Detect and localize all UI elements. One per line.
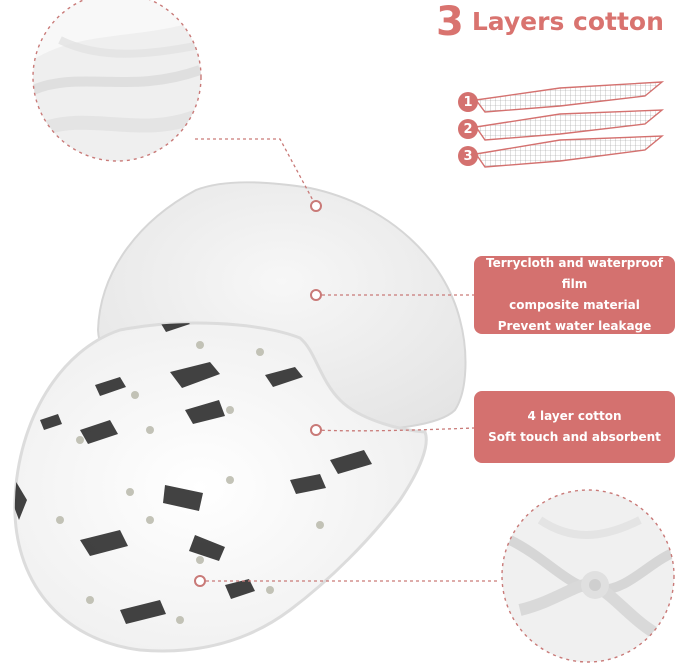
anchor-dots [194, 200, 322, 587]
heading: 3 Layers cotton [436, 2, 664, 42]
heading-text: Layers cotton [471, 7, 664, 36]
layers-diagram [474, 81, 665, 168]
muslin-texture-closeup [501, 489, 675, 663]
terry-texture-closeup [32, 0, 202, 162]
layer-label-3: 3 [458, 146, 478, 166]
muslin-pad [13, 321, 428, 653]
callout-cotton-line1: 4 layer cotton [527, 409, 622, 423]
callout-cotton: 4 layer cotton Soft touch and absorbent [474, 391, 675, 463]
callout-terry-line2: composite material [509, 298, 640, 312]
layer-label-1: 1 [458, 92, 478, 112]
callout-terry-line1: Terrycloth and waterproof film [486, 256, 663, 291]
heading-number: 3 [436, 0, 464, 45]
layer-label-2: 2 [458, 119, 478, 139]
callout-cotton-line2: Soft touch and absorbent [488, 430, 661, 444]
callout-terry-line3: Prevent water leakage [497, 319, 652, 333]
callout-terry: Terrycloth and waterproof film composite… [474, 256, 675, 334]
connector-lines [195, 138, 500, 582]
